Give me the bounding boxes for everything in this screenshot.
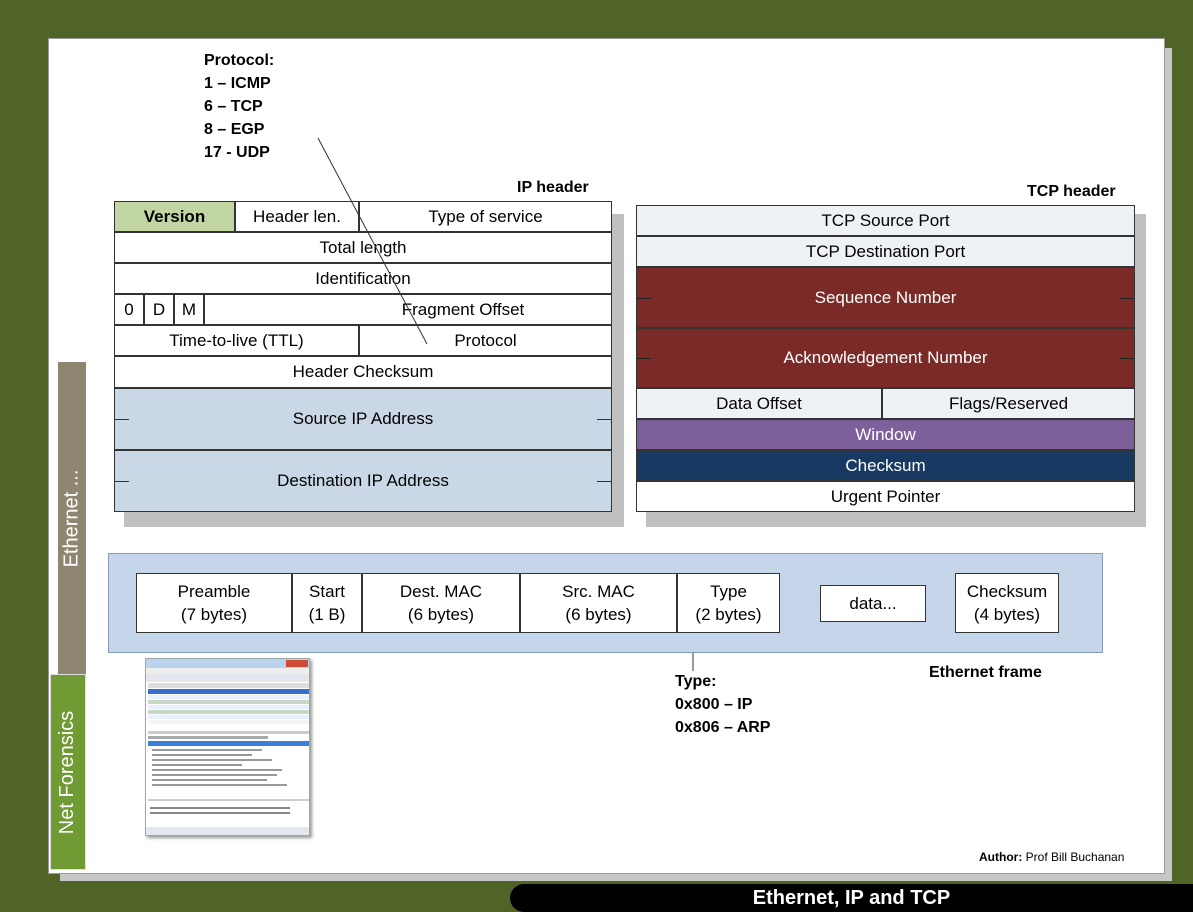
type-note: Type: 0x800 – IP 0x806 – ARP	[675, 670, 770, 739]
tcp-urgent-pointer-cell: Urgent Pointer	[636, 481, 1135, 512]
protocol-note: Protocol: 1 – ICMP 6 – TCP 8 – EGP 17 - …	[204, 49, 274, 164]
eth-type-name: Type	[710, 582, 747, 601]
tcp-sequence-label: Sequence Number	[814, 287, 957, 307]
ip-header-len-cell: Header len.	[235, 201, 359, 232]
ip-dest-address-label: Destination IP Address	[277, 471, 449, 490]
row-tick	[597, 481, 611, 482]
ip-total-length-cell: Total length	[114, 232, 612, 263]
eth-checksum-size: (4 bytes)	[973, 605, 1041, 624]
eth-start-name: Start	[309, 582, 345, 601]
protocol-note-item: 8 – EGP	[204, 121, 265, 138]
ip-flag-d-cell: D	[144, 294, 174, 325]
protocol-note-item: 1 – ICMP	[204, 75, 271, 92]
ip-protocol-cell: Protocol	[359, 325, 612, 356]
eth-type-field: Type (2 bytes)	[677, 573, 780, 633]
protocol-pointer-line	[317, 137, 428, 345]
eth-start-field: Start (1 B)	[292, 573, 362, 633]
eth-src-mac-size: (6 bytes)	[565, 605, 632, 624]
wireshark-thumbnail-graphic	[146, 659, 309, 835]
side-tab-ethernet[interactable]: Ethernet ...	[58, 362, 86, 674]
ip-source-address-label: Source IP Address	[292, 409, 434, 428]
type-note-item: 0x800 – IP	[675, 696, 753, 713]
tcp-window-cell: Window	[636, 419, 1135, 450]
eth-checksum-field: Checksum (4 bytes)	[955, 573, 1059, 633]
ip-flag-zero-cell: 0	[114, 294, 144, 325]
ip-fragment-offset-cell: Fragment Offset	[204, 294, 612, 325]
author-name: Prof Bill Buchanan	[1022, 850, 1125, 864]
ip-version-cell: Version	[114, 201, 235, 232]
ip-tos-cell: Type of service	[359, 201, 612, 232]
protocol-note-title: Protocol:	[204, 52, 275, 69]
tcp-ack-row: Acknowledgement Number	[636, 328, 1135, 388]
ip-dest-address-row: Destination IP Address	[114, 450, 612, 512]
row-tick	[115, 481, 129, 482]
eth-dest-mac-size: (6 bytes)	[407, 605, 475, 624]
protocol-note-item: 17 - UDP	[204, 144, 270, 161]
eth-data-field: data...	[820, 585, 926, 622]
tcp-dest-port-cell: TCP Destination Port	[636, 236, 1135, 267]
eth-type-size: (2 bytes)	[695, 605, 762, 624]
row-tick	[637, 297, 651, 299]
tcp-source-port-cell: TCP Source Port	[636, 205, 1135, 236]
ip-header-title: IP header	[517, 179, 589, 196]
author-label: Author:	[979, 850, 1023, 864]
protocol-note-item: 6 – TCP	[204, 98, 263, 115]
eth-src-mac-name: Src. MAC	[562, 582, 635, 601]
side-tab-net-forensics[interactable]: Net Forensics	[50, 674, 86, 870]
row-tick	[115, 419, 129, 420]
tcp-data-offset-cell: Data Offset	[636, 388, 882, 419]
wireshark-screenshot-thumbnail[interactable]	[145, 658, 310, 836]
eth-start-size: (1 B)	[308, 605, 346, 624]
eth-dest-mac-name: Dest. MAC	[399, 582, 483, 601]
ip-ttl-cell: Time-to-live (TTL)	[114, 325, 359, 356]
author-credit: Author: Prof Bill Buchanan	[979, 850, 1124, 864]
tcp-ack-label: Acknowledgement Number	[783, 348, 988, 367]
ip-flag-m-cell: M	[174, 294, 204, 325]
footer-title-bar: Ethernet, IP and TCP	[510, 884, 1193, 912]
ip-header-checksum-cell: Header Checksum	[114, 356, 612, 388]
eth-preamble-field: Preamble (7 bytes)	[136, 573, 292, 633]
eth-src-mac-field: Src. MAC (6 bytes)	[520, 573, 677, 633]
row-tick	[597, 419, 611, 420]
ip-identification-cell: Identification	[114, 263, 612, 294]
footer-title: Ethernet, IP and TCP	[752, 886, 951, 909]
row-tick	[1120, 297, 1134, 299]
ip-source-address-row: Source IP Address	[114, 388, 612, 450]
row-tick	[637, 358, 651, 359]
tcp-checksum-cell: Checksum	[636, 450, 1135, 481]
tcp-sequence-row: Sequence Number	[636, 267, 1135, 328]
tcp-header-title: TCP header	[1027, 183, 1116, 200]
ethernet-frame-title: Ethernet frame	[929, 664, 1042, 681]
eth-dest-mac-field: Dest. MAC (6 bytes)	[362, 573, 520, 633]
eth-preamble-size: (7 bytes)	[180, 605, 248, 624]
type-note-item: 0x806 – ARP	[675, 719, 771, 736]
type-note-title: Type:	[675, 673, 717, 690]
row-tick	[1120, 358, 1134, 359]
eth-preamble-name: Preamble	[177, 582, 251, 601]
tcp-flags-cell: Flags/Reserved	[882, 388, 1135, 419]
eth-checksum-name: Checksum	[966, 582, 1048, 601]
